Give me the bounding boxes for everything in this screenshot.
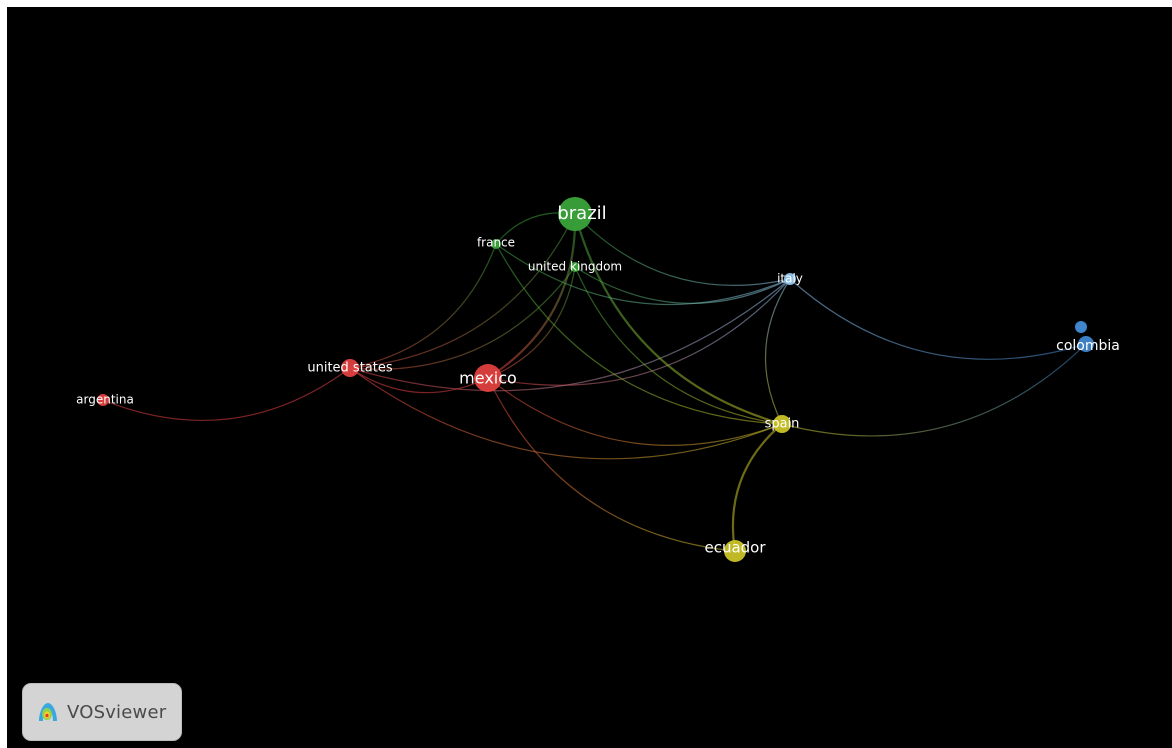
node-ecuador[interactable]	[724, 540, 746, 562]
link-france-spain[interactable]	[495, 243, 783, 425]
node-united-states[interactable]	[341, 359, 359, 377]
node-colombia-secondary[interactable]	[1075, 321, 1087, 333]
network-visualization-canvas[interactable]: brazil france united kingdom italy colombia u…	[7, 7, 1172, 748]
link-italy-colombia[interactable]	[789, 278, 1087, 360]
node-france[interactable]	[491, 239, 501, 249]
link-united-states-mexico[interactable]	[349, 367, 489, 394]
links-layer	[102, 212, 1087, 552]
node-label-argentina: argentina	[76, 393, 134, 407]
node-label-france: france	[477, 236, 515, 250]
link-brazil-italy[interactable]	[574, 213, 791, 286]
nodes-layer	[97, 197, 1094, 562]
link-united-states-italy[interactable]	[349, 278, 791, 392]
link-spain-ecuador[interactable]	[731, 423, 783, 552]
node-label-brazil: brazil	[557, 203, 606, 224]
link-mexico-ecuador[interactable]	[487, 377, 736, 552]
node-united-kingdom[interactable]	[570, 262, 580, 272]
link-mexico-brazil[interactable]	[487, 213, 577, 379]
node-argentina[interactable]	[97, 394, 109, 406]
node-label-spain: spain	[765, 417, 800, 432]
link-mexico-italy[interactable]	[487, 278, 791, 386]
node-label-italy: italy	[777, 272, 803, 286]
vosviewer-logo-button[interactable]: VOSviewer	[22, 683, 182, 741]
node-mexico[interactable]	[474, 364, 502, 392]
link-italy-spain[interactable]	[764, 278, 791, 425]
link-argentina-united-states[interactable]	[102, 367, 351, 421]
node-label-united-kingdom: united kingdom	[528, 260, 622, 274]
node-colombia[interactable]	[1078, 336, 1094, 352]
node-label-mexico: mexico	[459, 369, 517, 388]
network-map[interactable]: brazil france united kingdom italy colombia u…	[7, 7, 1172, 748]
link-france-italy[interactable]	[495, 243, 791, 306]
link-united-states-spain[interactable]	[349, 367, 783, 460]
node-label-united-states: united states	[307, 361, 393, 376]
brand-label: VOSviewer	[67, 701, 167, 723]
node-spain[interactable]	[773, 415, 791, 433]
link-united-kingdom-italy[interactable]	[574, 266, 791, 304]
link-brazil-spain[interactable]	[573, 213, 783, 426]
node-label-ecuador: ecuador	[704, 539, 766, 557]
vosviewer-logo-icon	[39, 703, 57, 721]
link-united-kingdom-spain[interactable]	[574, 266, 783, 425]
link-united-states-united-kingdom[interactable]	[349, 266, 576, 370]
node-italy[interactable]	[784, 273, 796, 285]
link-mexico-spain[interactable]	[487, 377, 783, 446]
node-brazil[interactable]	[558, 197, 592, 231]
link-united-states-brazil[interactable]	[349, 213, 576, 369]
link-spain-colombia[interactable]	[781, 343, 1087, 437]
labels-layer: brazil france united kingdom italy colombia u…	[76, 203, 1120, 557]
node-label-colombia: colombia	[1056, 338, 1120, 354]
link-mexico-united-kingdom[interactable]	[487, 266, 576, 379]
link-united-states-france[interactable]	[349, 243, 497, 369]
